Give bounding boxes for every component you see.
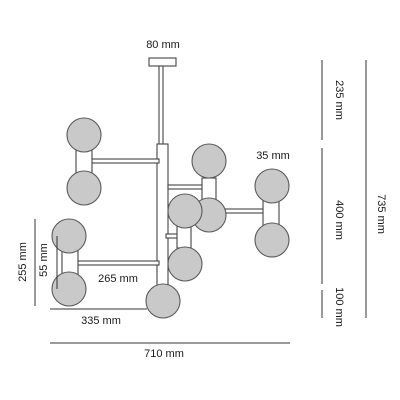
suspension-stem — [158, 65, 164, 147]
label-arm-length: 265 mm — [98, 273, 138, 285]
globe — [167, 246, 203, 282]
holder-far-right — [262, 199, 280, 227]
label-body-height: 400 mm — [333, 200, 345, 240]
globe — [167, 193, 203, 229]
central-body — [156, 143, 169, 293]
arm-upper-left — [90, 158, 160, 164]
label-globe-pair-height: 255 mm — [17, 242, 29, 282]
label-globe-offset: 55 mm — [38, 243, 50, 277]
label-overall-height: 735 mm — [375, 194, 387, 234]
globe — [254, 168, 290, 204]
ceiling-canopy — [148, 57, 177, 67]
arm-lower-left — [66, 260, 160, 266]
globe — [254, 222, 290, 258]
label-small-gap: 35 mm — [256, 150, 290, 162]
label-stem-drop: 235 mm — [333, 80, 345, 120]
globe — [51, 271, 87, 307]
label-overall-width: 710 mm — [144, 348, 184, 360]
globe — [145, 283, 181, 319]
globe — [66, 170, 102, 206]
label-bottom-drop: 100 mm — [333, 287, 345, 327]
label-lower-arm-span: 335 mm — [81, 315, 121, 327]
globe — [66, 117, 102, 153]
globe — [51, 218, 87, 254]
globe — [191, 143, 227, 179]
label-canopy-width: 80 mm — [146, 39, 180, 51]
